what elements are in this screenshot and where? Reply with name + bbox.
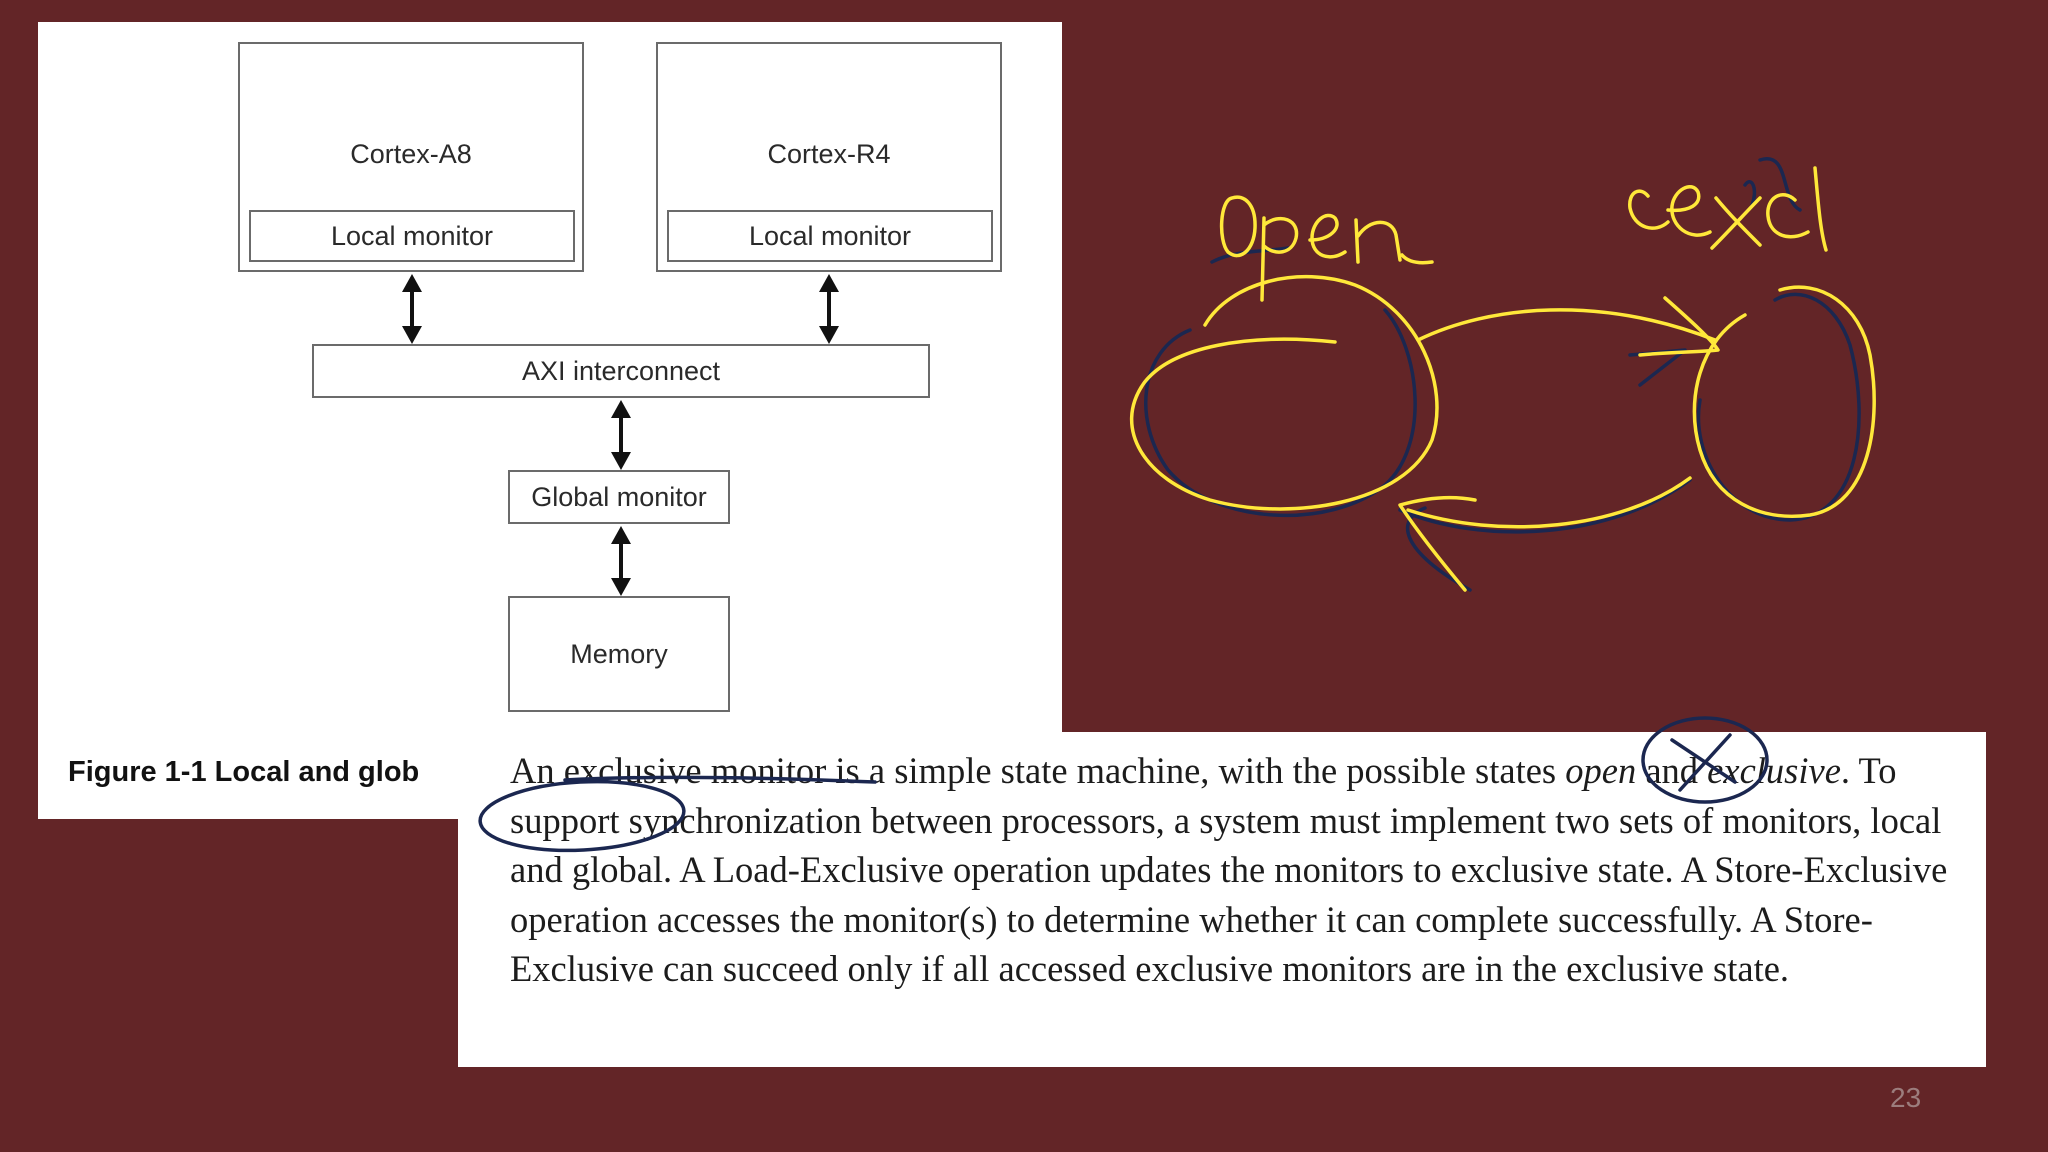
yellow-excl-state-circle — [1692, 285, 1876, 518]
cortex-a8-label: Cortex-A8 — [350, 139, 472, 169]
local-monitor-a8: Local monitor — [249, 210, 575, 262]
yellow-lower-arrowhead — [1398, 495, 1477, 592]
paragraph: An exclusive monitor is a simple state m… — [510, 746, 1980, 994]
navy-excl-state-circle — [1696, 292, 1861, 522]
yellow-open-state-circle — [1129, 274, 1439, 511]
navy-lower-arrowhead — [1406, 506, 1472, 592]
navy-lower-arrow — [1398, 478, 1692, 534]
memory-box: Memory — [508, 596, 730, 712]
yellow-upper-arrowhead — [1638, 296, 1720, 357]
yellow-lower-arrow — [1406, 476, 1692, 529]
navy-upper-arrowhead — [1628, 348, 1687, 387]
navy-open-state-circle — [1144, 308, 1417, 518]
arrow-axi-global — [611, 400, 631, 470]
arrow-r4-axi — [819, 274, 839, 344]
cortex-r4-label: Cortex-R4 — [767, 139, 891, 169]
para-part-5: and — [1636, 750, 1708, 791]
navy-excl-scribble — [1743, 180, 1757, 207]
para-part-3: is a simple state machine, with the poss… — [826, 750, 1566, 791]
cortex-a8-box: Cortex-A8 Local monitor — [238, 42, 584, 272]
text-panel: An exclusive monitor is a simple state m… — [458, 732, 1986, 1067]
navy-excl-extra — [1758, 156, 1802, 212]
axi-interconnect-label: AXI interconnect — [521, 355, 721, 386]
navy-open-label-shadow — [1210, 246, 1290, 264]
para-part-7: . To support synchronization between pro… — [510, 750, 1948, 989]
local-monitor-r4: Local monitor — [667, 210, 993, 262]
local-monitor-a8-label: Local monitor — [330, 220, 494, 251]
figure-panel: Cortex-A8 Local monitor Cortex-R4 Local … — [38, 22, 1062, 819]
arrow-global-memory — [611, 526, 631, 596]
local-monitor-r4-label: Local monitor — [748, 220, 912, 251]
arrow-a8-axi — [402, 274, 422, 344]
yellow-upper-arrow — [1416, 308, 1717, 342]
yellow-label-open — [1219, 195, 1434, 302]
memory-label: Memory — [570, 638, 668, 669]
para-term-exclusive: exclusive — [1707, 750, 1841, 791]
axi-interconnect-box: AXI interconnect — [312, 344, 930, 398]
diagram-arrows — [402, 274, 839, 596]
para-term-exclusive-monitor: exclusive monitor — [563, 750, 827, 791]
slide-number: 23 — [1890, 1082, 1922, 1113]
cortex-r4-box: Cortex-R4 Local monitor — [656, 42, 1002, 272]
para-part-1: An — [510, 750, 564, 791]
para-term-open: open — [1565, 750, 1637, 791]
yellow-label-excl — [1628, 166, 1828, 252]
figure-caption: Figure 1-1 Local and glob — [68, 756, 420, 788]
global-monitor-label: Global monitor — [531, 481, 707, 512]
global-monitor-box: Global monitor — [508, 470, 730, 524]
